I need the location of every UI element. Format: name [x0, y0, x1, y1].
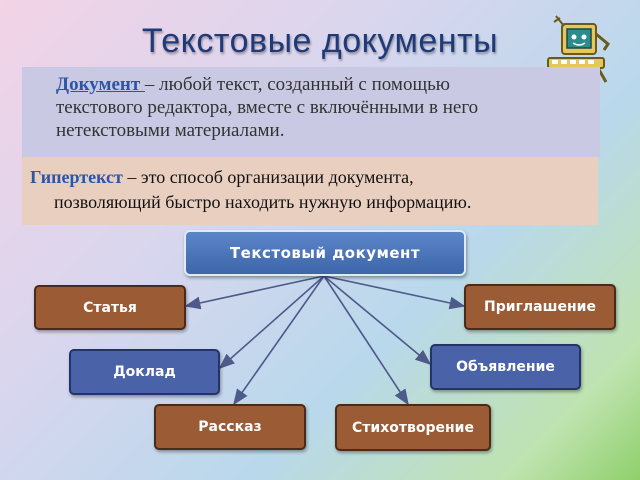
root-node-text-document: Текстовый документ	[184, 230, 466, 276]
page-title: Текстовые документы	[141, 22, 499, 60]
node-invitation: Приглашение	[464, 284, 616, 330]
hypertext-definition-line2: позволяющий быстро находить нужную инфор…	[54, 192, 472, 212]
connector-poem	[323, 275, 409, 406]
connector-announcement	[323, 275, 432, 366]
hypertext-definition-line1: – это способ организации документа,	[122, 167, 414, 187]
node-report: Доклад	[69, 349, 220, 395]
document-definition-line3: нетекстовыми материалами.	[56, 120, 285, 141]
document-term: Документ	[56, 74, 145, 95]
node-announcement: Объявление	[430, 344, 581, 390]
connector-article	[184, 275, 325, 310]
node-article: Статья	[34, 285, 186, 330]
connector-report	[218, 275, 325, 370]
hypertext-definition: Гипертекст – это способ организации доку…	[22, 157, 598, 225]
node-story: Рассказ	[154, 404, 306, 450]
document-definition-line1: – любой текст, созданный с помощью	[144, 74, 450, 95]
node-poem: Стихотворение	[335, 404, 491, 451]
connector-story	[233, 275, 325, 406]
computer-character-icon	[544, 15, 610, 83]
document-definition: Документ – любой текст, созданный с помо…	[22, 67, 600, 157]
connector-invitation	[323, 275, 466, 310]
hypertext-term: Гипертекст	[30, 167, 123, 187]
document-definition-line2: текстового редактора, вместе с включённы…	[56, 97, 479, 118]
